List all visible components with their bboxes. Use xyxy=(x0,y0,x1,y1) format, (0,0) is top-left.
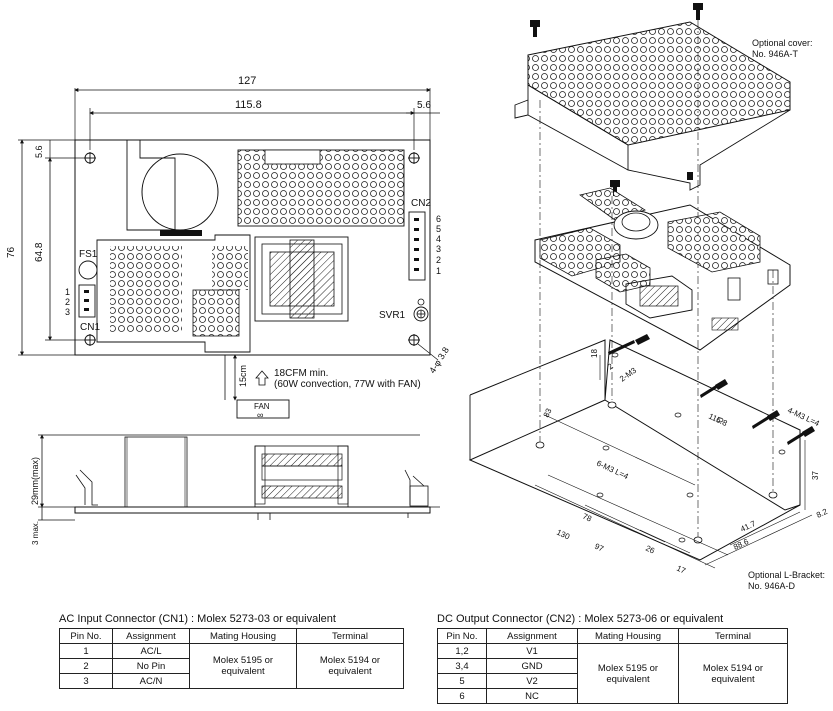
cn1-header-housing: Mating Housing xyxy=(189,628,297,644)
dim-hole-spec: 4-φ 3.8 xyxy=(427,345,451,375)
mounting-holes xyxy=(84,152,420,346)
cn2-housing: Molex 5195 or equivalent xyxy=(577,643,679,704)
cn2-label: CN2 xyxy=(411,198,431,209)
dim-right-offset: 5.6 xyxy=(417,100,431,111)
cn2-header-pin: Pin No. xyxy=(437,628,487,644)
mechanical-drawing: 127 115.8 5.6 76 64.8 5.6 xyxy=(6,3,829,591)
dim-overall-height: 76 xyxy=(6,246,17,258)
cn2-header-assignment: Assignment xyxy=(486,628,578,644)
fuse-fs1 xyxy=(78,260,98,280)
cover-label-2: No. 946A-T xyxy=(752,49,799,59)
cn1-assignment: No Pin xyxy=(112,658,190,674)
cn1-table-title: AC Input Connector (CN1) : Molex 5273-03… xyxy=(59,613,336,625)
cn2-terminal: Molex 5194 or equivalent xyxy=(678,643,788,704)
cn2-pin: 5 xyxy=(437,673,487,689)
bracket-screws xyxy=(608,334,815,445)
exp-dim-88-6: 88.6 xyxy=(732,537,750,552)
cn1-assignment: AC/N xyxy=(112,673,190,689)
cn1-header-assignment: Assignment xyxy=(112,628,190,644)
cn2-pin-1: 1 xyxy=(436,266,441,276)
exp-dim-115-8: 115.8 xyxy=(707,412,729,429)
cn2-pin-4: 4 xyxy=(436,234,441,244)
cn1-pin-2: 2 xyxy=(65,297,70,307)
cn2-pin-5: 5 xyxy=(436,224,441,234)
dim-hole-height: 64.8 xyxy=(34,242,45,262)
cn2-header-terminal: Terminal xyxy=(678,628,788,644)
airflow-line1: 18CFM min. xyxy=(274,368,328,379)
cn1-housing: Molex 5195 or equivalent xyxy=(189,643,297,689)
optional-cover xyxy=(514,21,791,191)
exploded-view: Optional cover: No. 946A-T xyxy=(468,3,829,591)
exp-dim-130: 130 xyxy=(555,528,571,542)
dim-fan-clearance: 15cm xyxy=(238,365,248,387)
cn2-connector xyxy=(408,211,426,281)
cover-screws xyxy=(530,3,703,37)
cn2-table-block: DC Output Connector (CN2) : Molex 5273-0… xyxy=(437,613,788,704)
exp-dim-26: 26 xyxy=(644,544,656,556)
cn1-pin-1: 1 xyxy=(65,287,70,297)
dim-max-height: 29mm(max) xyxy=(30,457,40,505)
exp-dim-6m3: 6-M3 L=4 xyxy=(595,459,630,482)
dim-hole-span: 115.8 xyxy=(235,99,262,111)
cn1-connector xyxy=(78,284,96,318)
cn2-table: Pin No. Assignment Mating Housing Termin… xyxy=(437,628,788,704)
cn1-terminal: Molex 5194 or equivalent xyxy=(296,643,404,689)
cn1-header-pin: Pin No. xyxy=(59,628,113,644)
bracket-label-1: Optional L-Bracket: xyxy=(748,570,825,580)
cn1-pin: 1 xyxy=(59,643,113,659)
cn2-pin: 1,2 xyxy=(437,643,487,659)
fs1-label: FS1 xyxy=(79,249,98,260)
cn1-pin: 3 xyxy=(59,673,113,689)
exp-dim-78: 78 xyxy=(581,512,593,524)
exp-dim-8-2: 8.2 xyxy=(815,507,829,520)
dim-top-offset: 5.6 xyxy=(34,145,44,158)
exp-dim-41-7: 41.7 xyxy=(739,519,757,534)
cn1-pin-3: 3 xyxy=(65,307,70,317)
exp-dim-2: 2 xyxy=(606,361,615,371)
cn2-assignment: V2 xyxy=(486,673,578,689)
cn1-pin: 2 xyxy=(59,658,113,674)
bracket-label-2: No. 946A-D xyxy=(748,581,796,591)
table-row: 1,2 V1 Molex 5195 or equivalent Molex 51… xyxy=(437,643,788,704)
fan-box xyxy=(236,399,290,419)
side-view: 29mm(max) 3 max. xyxy=(30,434,440,545)
exp-dim-4m3: 4-M3 L=4 xyxy=(786,406,821,429)
svr1-trimmer xyxy=(413,306,429,322)
exp-dim-97: 97 xyxy=(593,542,605,554)
cn2-pin-6: 6 xyxy=(436,214,441,224)
cn1-table-block: AC Input Connector (CN1) : Molex 5273-03… xyxy=(59,613,404,689)
cn2-assignment: NC xyxy=(486,688,578,704)
cn2-pin-3: 3 xyxy=(436,244,441,254)
cn1-table: Pin No. Assignment Mating Housing Termin… xyxy=(59,628,404,689)
exp-dim-37: 37 xyxy=(811,471,820,480)
cover-label-1: Optional cover: xyxy=(752,38,813,48)
fan-box-label: FAN xyxy=(254,402,270,411)
svr1-label: SVR1 xyxy=(379,310,406,321)
dim-overall-width: 127 xyxy=(238,75,256,87)
table-row: 6 NC xyxy=(437,688,788,704)
fan-symbol: ∞ xyxy=(257,410,263,420)
exp-dim-17: 17 xyxy=(675,564,687,576)
exp-dim-83: 83 xyxy=(542,406,554,418)
cn2-assignment: GND xyxy=(486,658,578,674)
top-view: 127 115.8 5.6 76 64.8 5.6 xyxy=(6,75,451,420)
cn1-assignment: AC/L xyxy=(112,643,190,659)
table-row: 1 AC/L Molex 5195 or equivalent Molex 51… xyxy=(59,643,404,689)
cn1-label: CN1 xyxy=(80,322,100,333)
cn2-pin: 6 xyxy=(437,688,487,704)
airflow-line2: (60W convection, 77W with FAN) xyxy=(274,379,421,390)
cn1-header-terminal: Terminal xyxy=(296,628,404,644)
cn2-header-housing: Mating Housing xyxy=(577,628,679,644)
dim-lead-length: 3 max. xyxy=(31,521,40,545)
cn2-table-title: DC Output Connector (CN2) : Molex 5273-0… xyxy=(437,613,724,625)
cn2-pin: 3,4 xyxy=(437,658,487,674)
table-row: 3 AC/N xyxy=(59,673,404,689)
cn2-assignment: V1 xyxy=(486,643,578,659)
pcb-assembly xyxy=(534,187,791,351)
optional-l-bracket xyxy=(468,339,813,569)
exp-dim-2m3: 2-M3 xyxy=(618,365,639,383)
cn2-pin-2: 2 xyxy=(436,255,441,265)
exp-dim-18: 18 xyxy=(590,349,599,358)
cn2-pins xyxy=(414,218,419,271)
